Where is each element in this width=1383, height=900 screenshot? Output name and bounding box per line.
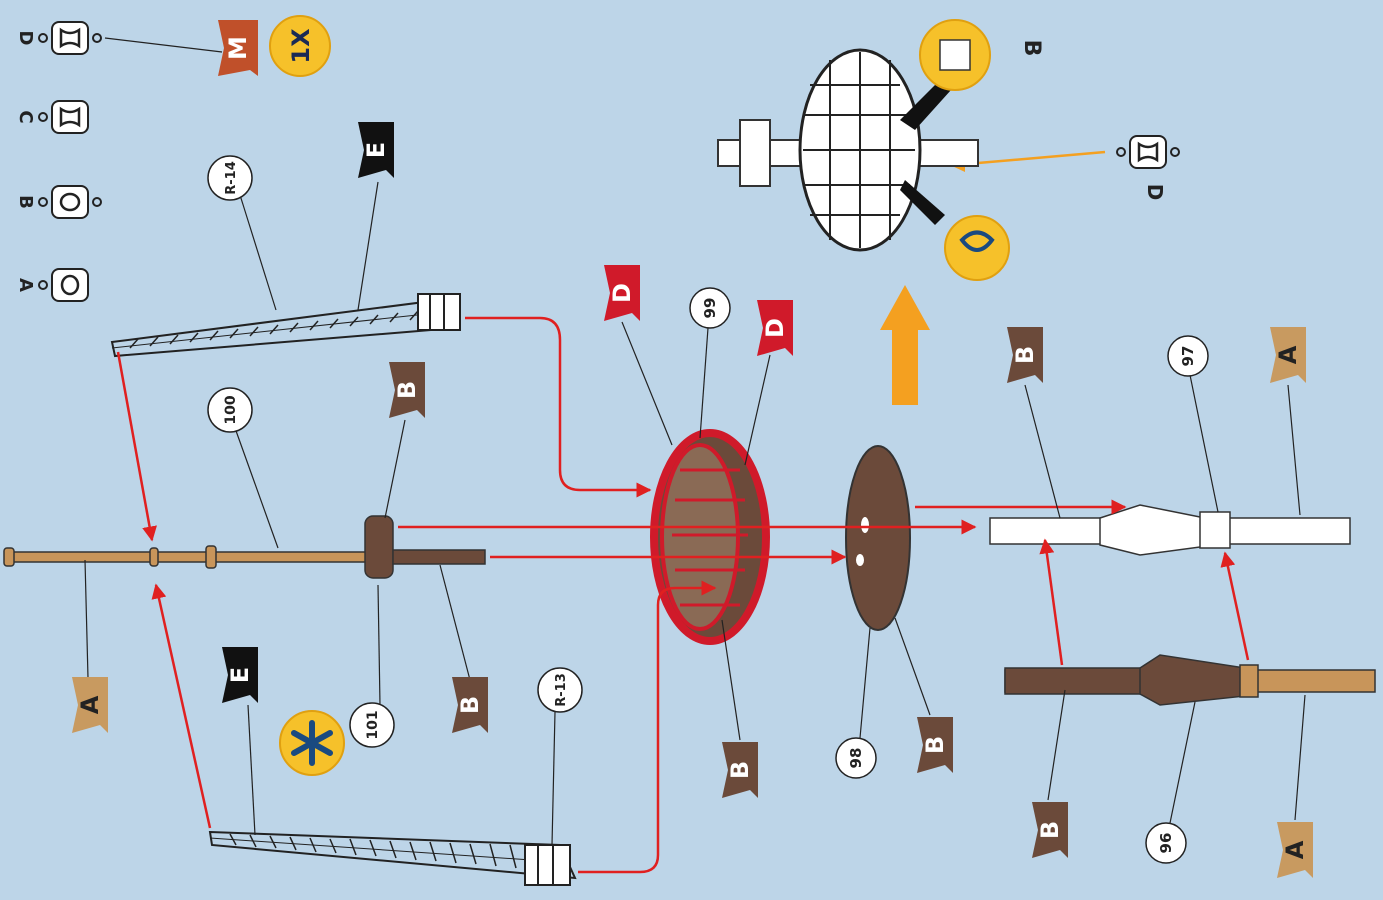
deadeye-d: D: [15, 22, 101, 54]
flag-a-96-label: A: [1281, 840, 1309, 859]
part-label-r13-text: R-13: [554, 673, 569, 707]
part-label-96: 96: [1146, 823, 1186, 863]
flag-a-97: A: [1270, 327, 1306, 383]
deadeye-b-label: B: [15, 195, 36, 209]
flag-e-bottom: E: [222, 647, 258, 703]
deadeye-c-label: C: [15, 110, 36, 123]
badge-1x: 1X: [270, 16, 330, 76]
flag-b-97: B: [1007, 327, 1043, 383]
flag-b-99: B: [722, 742, 758, 798]
detail-view-top: B: [718, 20, 1044, 280]
flag-b-101: B: [452, 677, 488, 733]
flag-e-top-label: E: [362, 142, 390, 158]
flag-b-97-label: B: [1011, 346, 1039, 364]
part-label-99: 99: [690, 288, 730, 328]
flag-b-96-label: B: [1036, 821, 1064, 839]
deadeye-b: B: [15, 186, 101, 218]
part-label-101: 101: [350, 703, 394, 747]
detail-deadeye-label: D: [1143, 184, 1167, 201]
flag-b-101-label: B: [456, 696, 484, 714]
part-label-97-text: 97: [1179, 346, 1197, 367]
deadeye-d-label: D: [15, 31, 36, 46]
part-label-96-text: 96: [1157, 833, 1175, 854]
part-label-98: 98: [836, 738, 876, 778]
flag-b-96: B: [1032, 802, 1068, 858]
flag-b-100-label: B: [393, 381, 421, 399]
deadeye-legend: D C B A: [15, 22, 222, 301]
detail-view-label: B: [1019, 40, 1044, 57]
flag-b-99-label: B: [726, 761, 754, 779]
flag-a-100: A: [72, 677, 108, 733]
flag-e-bottom-label: E: [226, 667, 254, 683]
flag-e-top: E: [358, 122, 394, 178]
part-label-97: 97: [1168, 336, 1208, 376]
part-label-r14: R-14: [208, 156, 252, 200]
badge-1x-label: 1X: [287, 28, 315, 64]
flag-d-right-label: D: [761, 318, 789, 338]
top-rim-part-99: [654, 433, 766, 641]
topmast-part-100: [4, 516, 485, 578]
flag-b-98: B: [917, 717, 953, 773]
deadeye-a-label: A: [15, 278, 36, 292]
top-platform-part-98: [846, 446, 910, 630]
mast-part-97: [990, 505, 1350, 555]
flag-m: M: [218, 20, 258, 76]
flag-b-98-label: B: [921, 736, 949, 754]
part-label-r13: R-13: [538, 668, 582, 712]
deadeye-c: C: [15, 101, 88, 133]
flag-d-left-label: D: [608, 283, 636, 303]
flag-d-right: D: [757, 300, 793, 356]
part-label-r14-text: R-14: [224, 161, 239, 195]
flag-d-left: D: [604, 265, 640, 321]
part-label-100: 100: [208, 388, 252, 432]
part-label-98-text: 98: [847, 748, 865, 769]
part-label-100-text: 100: [223, 395, 239, 424]
shroud-ladder-r14: [112, 294, 460, 356]
flag-b-100: B: [389, 362, 425, 418]
flag-m-label: M: [224, 36, 252, 60]
flag-a-100-label: A: [76, 695, 104, 714]
detail-deadeye-d: D: [1117, 136, 1179, 200]
part-label-101-text: 101: [365, 710, 381, 739]
deadeye-a: A: [15, 269, 88, 301]
glue-star-badge: [280, 711, 344, 775]
shroud-ladder-r13: [210, 832, 575, 885]
flag-a-97-label: A: [1274, 345, 1302, 364]
part-label-99-text: 99: [701, 298, 719, 319]
flag-a-96: A: [1277, 822, 1313, 878]
